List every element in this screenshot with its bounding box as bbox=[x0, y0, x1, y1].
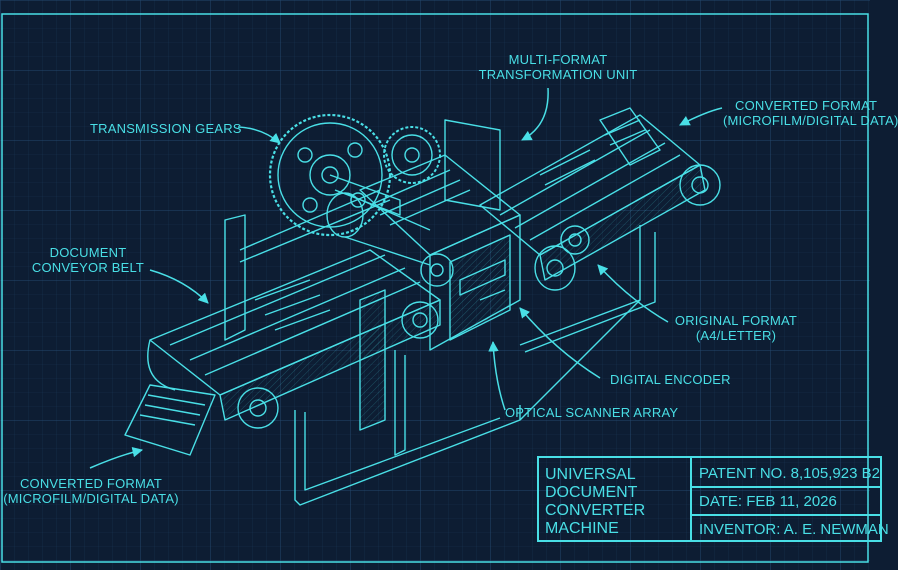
machine-title: UNIVERSAL DOCUMENT CONVERTER MACHINE bbox=[545, 466, 646, 537]
arrow-digital-encoder bbox=[519, 307, 601, 379]
arrow-original-format bbox=[597, 264, 669, 323]
title-block-rule bbox=[690, 486, 880, 488]
label-multi-format: MULTI-FORMAT TRANSFORMATION UNIT bbox=[478, 52, 638, 82]
label-converted-format-bottom: CONVERTED FORMAT (MICROFILM/DIGITAL DATA… bbox=[3, 476, 179, 506]
arrow-converted-bottom bbox=[89, 446, 144, 469]
inventor-name: INVENTOR: A. E. NEWMAN bbox=[699, 521, 889, 538]
arrow-optical-scanner bbox=[488, 340, 506, 411]
patent-date: DATE: FEB 11, 2026 bbox=[699, 493, 837, 510]
label-optical-scanner-array: OPTICAL SCANNER ARRAY bbox=[505, 405, 679, 420]
arrow-document-conveyor bbox=[149, 269, 209, 304]
label-original-format: ORIGINAL FORMAT (A4/LETTER) bbox=[674, 313, 798, 343]
output-conveyor-belt bbox=[479, 107, 721, 291]
blueprint-canvas bbox=[0, 0, 870, 570]
frame-border bbox=[1, 13, 869, 563]
arrow-converted-top bbox=[679, 107, 723, 126]
title-block: UNIVERSAL DOCUMENT CONVERTER MACHINE PAT… bbox=[537, 456, 889, 542]
arrow-multi-format bbox=[521, 87, 549, 141]
arrow-transmission-gears bbox=[237, 126, 281, 144]
output-document bbox=[124, 384, 216, 456]
input-conveyor-belt bbox=[147, 189, 454, 431]
label-converted-format-top: CONVERTED FORMAT (MICROFILM/DIGITAL DATA… bbox=[723, 98, 898, 128]
label-transmission-gears: TRANSMISSION GEARS bbox=[90, 121, 242, 136]
label-document-conveyor-belt: DOCUMENT CONVEYOR BELT bbox=[31, 245, 145, 275]
patent-number: PATENT NO. 8,105,923 B2 bbox=[699, 465, 880, 482]
title-block-rule bbox=[690, 514, 880, 516]
transmission-gears bbox=[268, 113, 441, 266]
machine-stand bbox=[294, 225, 656, 506]
title-block-divider bbox=[690, 458, 692, 540]
label-digital-encoder: DIGITAL ENCODER bbox=[610, 372, 731, 387]
